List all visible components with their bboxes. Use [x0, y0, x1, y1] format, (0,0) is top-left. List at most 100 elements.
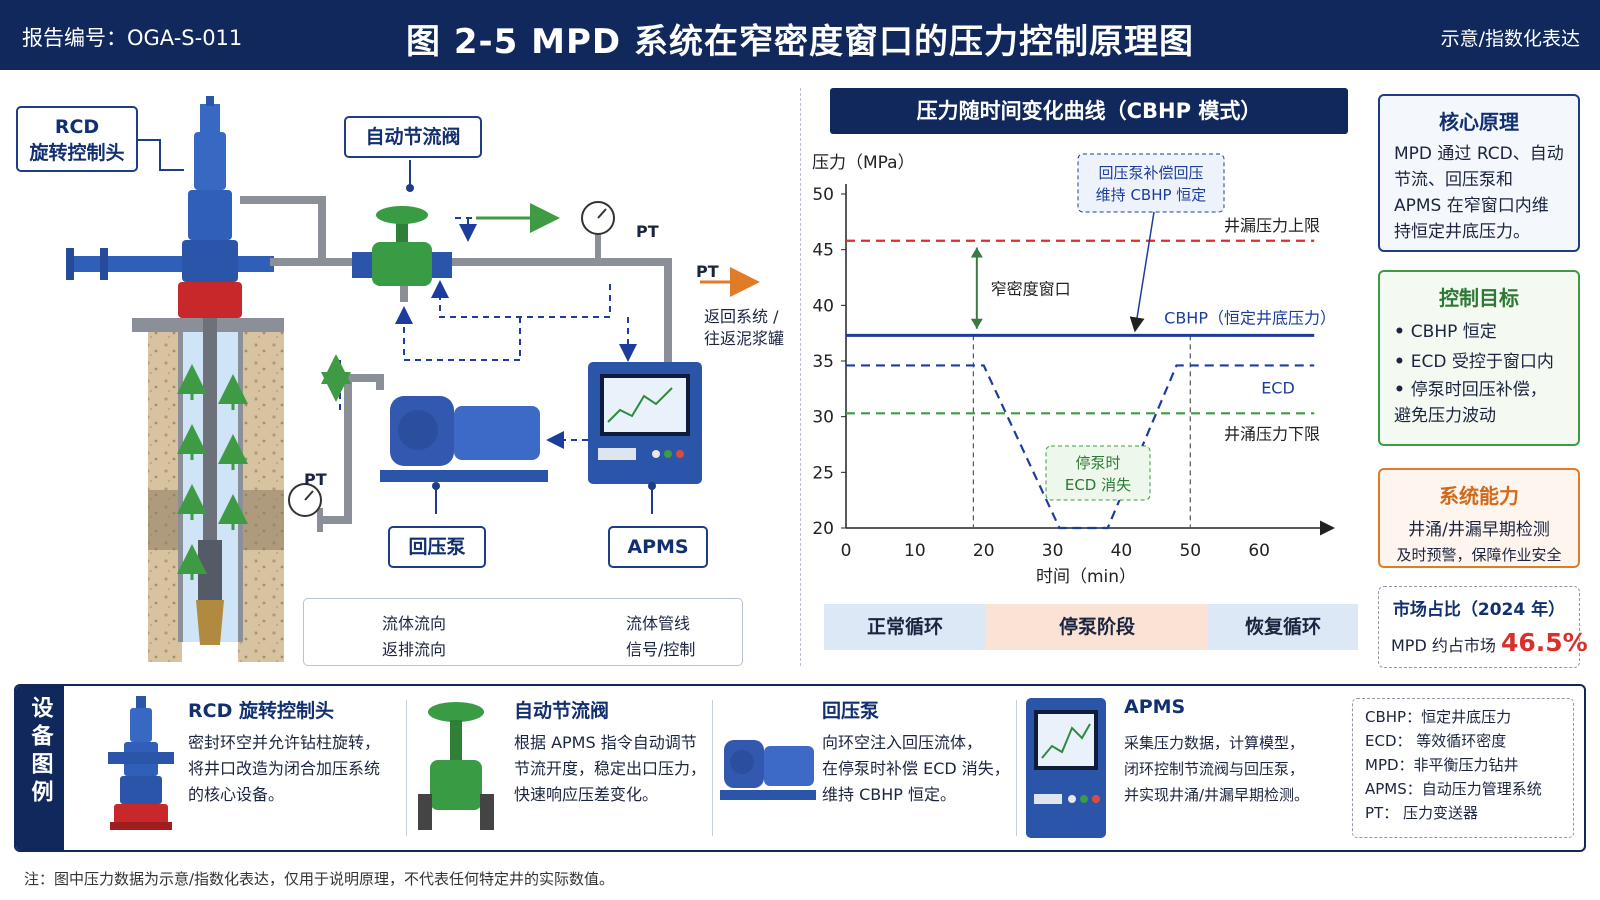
return-text: 返回系统 / 往返泥浆罐 [704, 307, 785, 348]
page-title: 图 2-5 MPD 系统在窄密度窗口的压力控制原理图 [406, 22, 1194, 62]
y-tick-label: 30 [812, 408, 834, 428]
x-tick-label: 50 [1179, 541, 1201, 561]
flow-legend [303, 598, 743, 666]
stop-callout-text: 停泵时 [1075, 454, 1120, 472]
equipment-legend-tab-text: 设备图例 [27, 696, 53, 808]
backpressure-pump-icon [380, 396, 548, 482]
equipment-separator [406, 700, 407, 836]
equipment-separator [1016, 700, 1017, 836]
legend-fluid-flow: 流体流向 [382, 614, 447, 633]
chart-title: 压力随时间变化曲线（CBHP 模式） [830, 88, 1348, 134]
apms-console-icon [588, 362, 702, 484]
window-arrow-head [970, 247, 983, 258]
equipment-legend: 设备图例 RCD 旋转控制头 密封环空并允许钻柱旋转， 将井口改造为闭合加压系统… [14, 684, 1586, 852]
pt-label-top: PT [636, 222, 659, 241]
phase-stop: 停泵阶段 [986, 604, 1208, 650]
x-tick-label: 20 [973, 541, 995, 561]
compensate-callout-text: 维持 CBHP 恒定 [1096, 186, 1207, 204]
choke-valve-icon [352, 206, 452, 286]
equipment-title-apms: APMS [1124, 696, 1186, 718]
choke-valve-icon [418, 702, 494, 830]
market-share-value: 46.5% [1500, 628, 1588, 657]
pt-label-right: PT [696, 262, 719, 281]
series-label: 井涌压力下限 [1224, 424, 1320, 443]
control-goal-list: CBHP 恒定 ECD 受控于窗口内 停泵时回压补偿， 避免压力波动 [1380, 311, 1578, 429]
rcd-label: RCD 旋转控制头 [16, 106, 138, 172]
phase-normal: 正常循环 [824, 604, 986, 650]
y-tick-label: 20 [812, 519, 834, 539]
equipment-title-rcd: RCD 旋转控制头 [188, 700, 334, 722]
control-goal-panel: 控制目标 CBHP 恒定 ECD 受控于窗口内 停泵时回压补偿， 避免压力波动 [1378, 270, 1580, 446]
pump-pointer-dot [432, 482, 440, 490]
abbr-item: PT： 压力变送器 [1365, 804, 1478, 822]
goal-item: 停泵时回压补偿， 避免压力波动 [1394, 377, 1568, 429]
goal-item: ECD 受控于窗口内 [1394, 347, 1568, 377]
market-share-title: 市场占比（2024 年） [1392, 600, 1566, 620]
series-label: 井漏压力上限 [1224, 216, 1320, 235]
equipment-desc-rcd: 密封环空并允许钻柱旋转， 将井口改造为闭合加压系统 的核心设备。 [188, 733, 381, 804]
rcd-icon [108, 696, 174, 830]
y-tick-label: 50 [812, 185, 834, 205]
apms-console-icon [1026, 698, 1106, 838]
core-principle-panel: 核心原理 MPD 通过 RCD、自动节流、回压泵和 APMS 在窄窗口内维持恒定… [1378, 94, 1580, 252]
core-principle-text: MPD 通过 RCD、自动节流、回压泵和 APMS 在窄窗口内维持恒定井底压力。 [1394, 144, 1564, 242]
goal-item: CBHP 恒定 [1394, 317, 1568, 347]
window-arrow-head [970, 318, 983, 329]
equipment-legend-tab: 设备图例 [16, 686, 64, 850]
equipment-card-choke: 自动节流阀 根据 APMS 指令自动调节 节流开度，稳定出口压力， 快速响应压差… [408, 686, 712, 850]
header-note: 示意/指数化表达 [1440, 28, 1580, 50]
equipment-title-pump: 回压泵 [822, 700, 880, 722]
backpressure-pump-icon [720, 740, 816, 800]
x-tick-label: 0 [841, 541, 852, 561]
compensate-callout-text: 回压泵补偿回压 [1098, 164, 1203, 182]
series-label: CBHP（恒定井底压力） [1164, 308, 1336, 327]
capability-panel: 系统能力 井涌/井漏早期检测 及时预警，保障作业安全 [1378, 468, 1580, 568]
x-axis-label: 时间（min） [1036, 567, 1136, 587]
equipment-desc-pump: 向环空注入回压流体， 在停泵时补偿 ECD 消失， 维持 CBHP 恒定。 [822, 733, 1010, 804]
compensate-callout-box [1077, 153, 1225, 213]
pt-label-left: PT [304, 470, 327, 489]
market-share-panel: 市场占比（2024 年） MPD 约占市场 46.5% [1378, 586, 1588, 668]
equipment-card-rcd: RCD 旋转控制头 密封环空并允许钻柱旋转， 将井口改造为闭合加压系统 的核心设… [64, 686, 406, 850]
equipment-title-choke: 自动节流阀 [514, 700, 610, 722]
footnote: 注：图中压力数据为示意/指数化表达，仅用于说明原理，不代表任何特定井的实际数值。 [24, 870, 615, 888]
equipment-separator [712, 700, 713, 836]
section-divider [800, 88, 801, 666]
x-tick-label: 30 [1042, 541, 1064, 561]
market-share-text: MPD 约占市场 [1391, 636, 1496, 655]
flow-arrows [321, 203, 760, 402]
control-goal-title: 控制目标 [1439, 286, 1519, 310]
x-tick-label: 40 [1111, 541, 1133, 561]
y-tick-label: 25 [812, 463, 834, 483]
x-tick-label: 10 [904, 541, 926, 561]
legend-signal: 信号/控制 [626, 640, 696, 659]
rcd-stack [66, 96, 274, 318]
upflow-arrows [177, 364, 248, 580]
report-id: 报告编号：OGA-S-011 [22, 26, 243, 50]
market-share-row: MPD 约占市场 46.5% [1379, 628, 1588, 657]
header-bar: 报告编号：OGA-S-011 图 2-5 MPD 系统在窄密度窗口的压力控制原理… [0, 0, 1600, 70]
phase-resume: 恢复循环 [1208, 604, 1358, 650]
y-axis-label: 压力（MPa） [812, 153, 915, 173]
choke-pointer-dot [406, 184, 414, 192]
capability-title: 系统能力 [1439, 484, 1519, 508]
abbr-item: MPD：非平衡压力钻井 [1365, 756, 1519, 774]
apms-label: APMS [608, 526, 708, 568]
equipment-desc-apms: 采集压力数据，计算模型， 闭环控制节流阀与回压泵， 并实现井涌/井漏早期检测。 [1124, 734, 1310, 804]
equipment-card-apms: APMS 采集压力数据，计算模型， 闭环控制节流阀与回压泵， 并实现井涌/井漏早… [1018, 686, 1344, 850]
abbr-item: ECD： 等效循环密度 [1365, 732, 1507, 750]
legend-fluid-line: 流体管线 [626, 614, 691, 633]
abbr-item: CBHP：恒定井底压力 [1365, 708, 1512, 726]
abbr-item: APMS：自动压力管理系统 [1365, 780, 1542, 798]
pump-label: 回压泵 [388, 526, 486, 568]
window-label: 窄密度窗口 [991, 280, 1071, 299]
y-tick-label: 35 [812, 352, 834, 372]
pressure-gauge-icon [288, 201, 615, 532]
stop-callout-text: ECD 消失 [1065, 476, 1131, 494]
y-tick-label: 40 [812, 296, 834, 316]
series-label: ECD [1261, 378, 1295, 397]
capability-line2: 及时预警，保障作业安全 [1396, 546, 1562, 564]
compensate-pointer [1129, 211, 1155, 333]
equipment-desc-choke: 根据 APMS 指令自动调节 节流开度，稳定出口压力， 快速响应压差变化。 [514, 733, 707, 804]
